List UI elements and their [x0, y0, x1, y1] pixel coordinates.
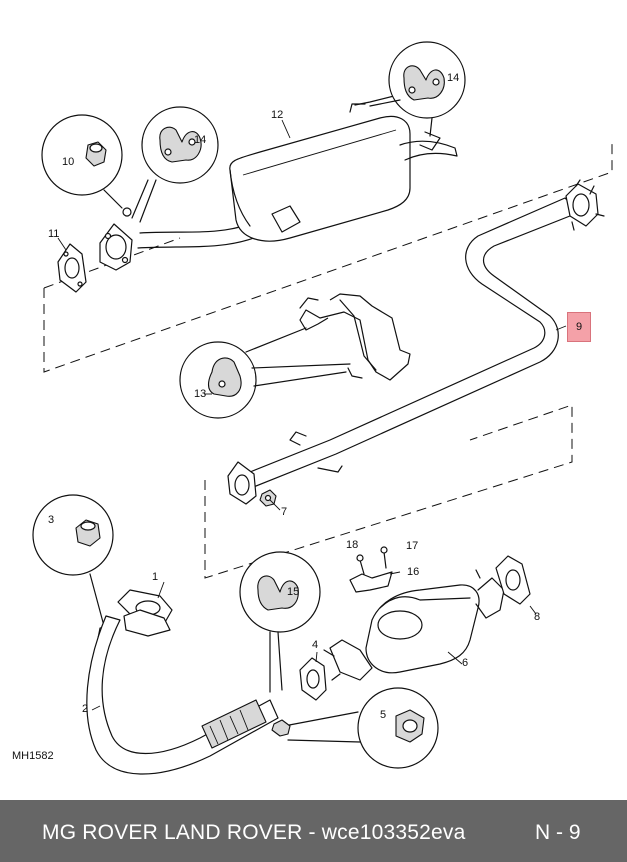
leader-lines: [57, 119, 567, 711]
front-pipe-2: [86, 589, 279, 775]
part-label-14-right: 14: [447, 72, 460, 84]
mount-15-callout: [239, 551, 321, 693]
part-label-7: 7: [281, 506, 288, 518]
nut-5-callout: [271, 687, 439, 769]
mount-14-right-callout: [369, 41, 466, 137]
part-label-16: 16: [407, 566, 420, 578]
part-label-13: 13: [194, 388, 207, 400]
part-label-8: 8: [534, 611, 541, 623]
footer-page-number: N - 9: [535, 821, 581, 844]
diagram-code: MH1582: [12, 750, 54, 762]
part-label-12: 12: [271, 109, 284, 121]
catalytic-converter-6: [323, 569, 507, 681]
part-label-2: 2: [82, 703, 89, 715]
nut-10-callout: [41, 114, 132, 217]
exhaust-drawing: [32, 41, 613, 775]
support-bracket: [299, 293, 411, 381]
part-label-9-highlighted[interactable]: 9: [567, 312, 591, 342]
gasket-4: [299, 657, 327, 701]
part-label-5: 5: [380, 709, 387, 721]
footer-title: MG ROVER LAND ROVER - wce103352eva: [42, 821, 466, 844]
heat-shield-bracket-16: [349, 546, 393, 593]
part-label-17: 17: [406, 540, 419, 552]
part-label-18: 18: [346, 539, 359, 551]
rear-silencer-assembly: [99, 91, 458, 271]
part-label-11: 11: [48, 228, 60, 240]
mount-13-callout: [179, 327, 351, 419]
intermediate-pipe-9: [227, 179, 605, 505]
gasket-8: [495, 555, 531, 605]
exhaust-system-diagram: 1 2 3 4 5 6 7 8 10 11 12 13 14 14 15 16 …: [12, 41, 613, 775]
footer-bar: MG ROVER LAND ROVER - wce103352eva N - 9: [0, 800, 627, 862]
part-label-6: 6: [462, 657, 469, 669]
part-label-14-left: 14: [194, 134, 207, 146]
mount-14-left-callout: [131, 106, 219, 223]
part-label-15: 15: [287, 586, 300, 598]
gasket-11: [57, 243, 87, 293]
part-label-10: 10: [62, 156, 75, 168]
nut-3-callout: [32, 494, 114, 641]
part-label-4: 4: [312, 639, 319, 651]
part-label-3: 3: [48, 514, 55, 526]
part-label-1: 1: [152, 571, 159, 583]
